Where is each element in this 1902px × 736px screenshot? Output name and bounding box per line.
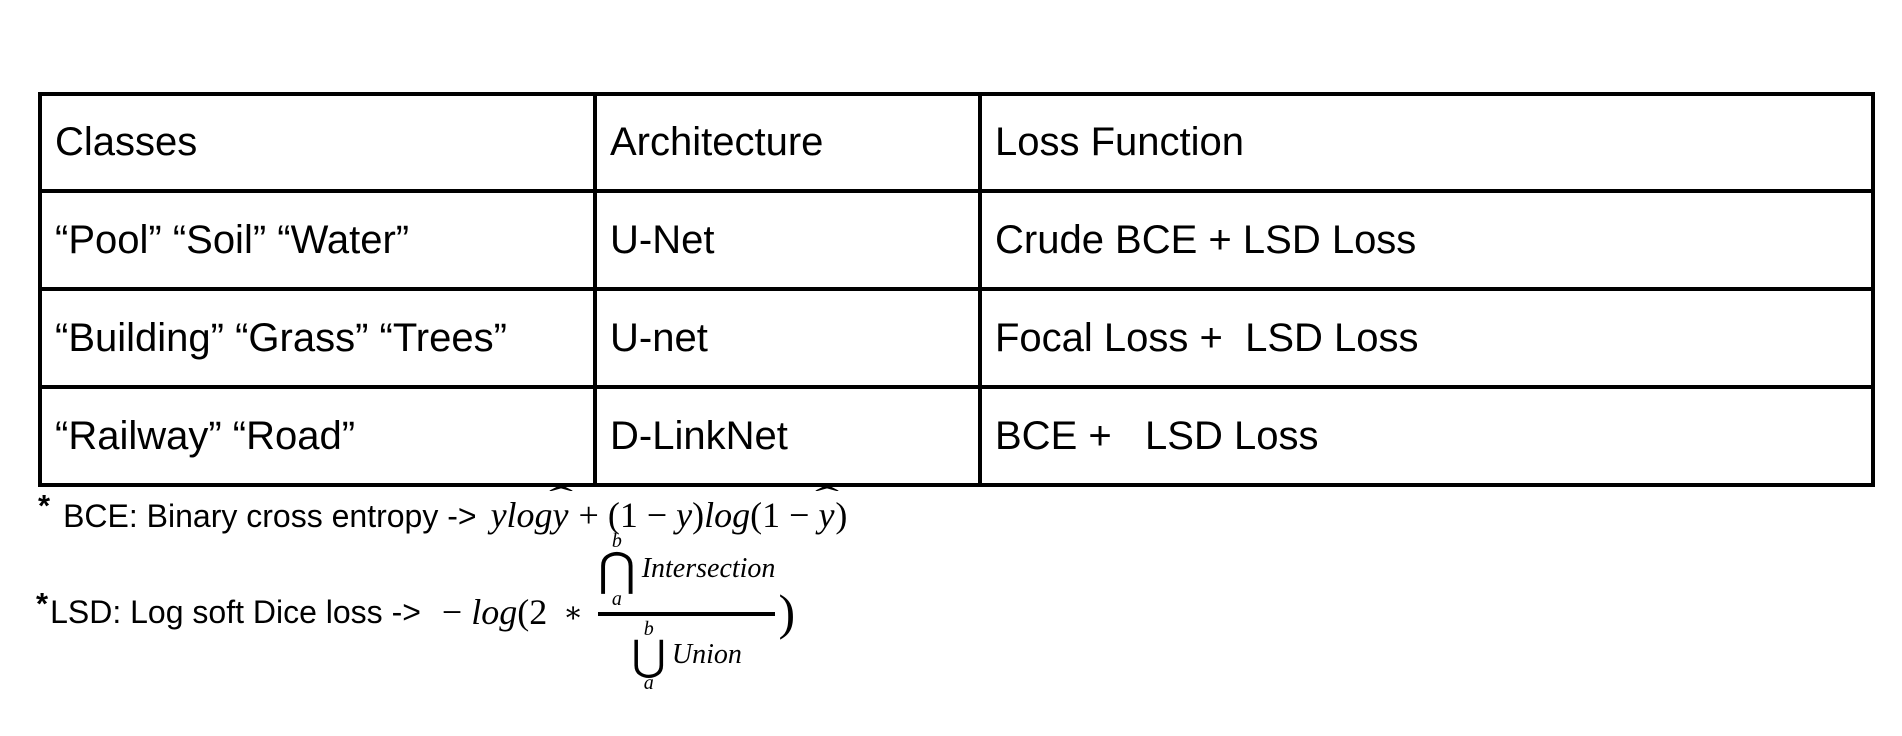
log-term: log [471, 592, 518, 632]
asterisk-mark: * [38, 488, 51, 523]
footnote-bce-label: BCE: Binary cross entropy -> [63, 498, 477, 534]
n-ary-union: b ⋃ a [631, 619, 665, 693]
footnote-lsd-label: LSD: Log soft Dice loss -> [50, 594, 421, 630]
cell-architecture: D-LinkNet [593, 385, 982, 487]
experiments-table: Classes Architecture Loss Function “Pool… [38, 92, 1875, 487]
formula-term: (1 − [607, 495, 677, 535]
minus-operator: − [441, 592, 472, 632]
table-row: “Railway” “Road” D-LinkNet BCE + LSD Los… [38, 385, 1875, 487]
hat-accent: ˆ [549, 481, 574, 515]
fraction: b ⋂ a Intersection b ⋃ a Union [597, 531, 776, 693]
lsd-formula: − log(2∗ b ⋂ a Intersection b ⋃ a Union … [442, 531, 795, 693]
cell-classes: “Railway” “Road” [38, 385, 597, 487]
union-label: Union [671, 639, 742, 671]
formula-term: y [676, 495, 693, 535]
lower-limit: a [611, 587, 622, 610]
cell-architecture: U-Net [593, 189, 982, 291]
formula-term: ylog [490, 495, 553, 535]
formula-term: y [552, 495, 569, 535]
n-ary-intersection: b ⋂ a [598, 531, 636, 609]
cell-loss: Crude BCE + LSD Loss [978, 189, 1875, 291]
formula-term: y [818, 495, 835, 535]
intersection-icon: ⋂ [597, 541, 636, 596]
formula-term: (1 − [750, 495, 819, 535]
union-icon: ⋃ [631, 630, 666, 680]
header-cell-classes: Classes [38, 92, 597, 193]
cell-classes: “Pool” “Soil” “Water” [38, 189, 597, 291]
asterisk-mark: * [36, 586, 49, 621]
lower-limit: a [643, 672, 654, 695]
fraction-numerator: b ⋂ a Intersection [598, 531, 775, 609]
cell-loss: BCE + LSD Loss [978, 385, 1875, 487]
open-paren-two: (2 [517, 592, 548, 632]
cell-loss: Focal Loss + LSD Loss [978, 287, 1875, 389]
fraction-denominator: b ⋃ a Union [631, 619, 741, 693]
plus-operator: + [569, 495, 608, 535]
intersection-label: Intersection [641, 553, 776, 585]
formula-term: ) [835, 495, 848, 535]
upper-limit: b [611, 529, 622, 552]
asterisk-operator: ∗ [563, 596, 583, 629]
cell-classes: “Building” “Grass” “Trees” [38, 287, 597, 389]
cell-architecture: U-net [593, 287, 982, 389]
footnote-lsd: *LSD: Log soft Dice loss -> − log(2 ∗ b ⋂… [36, 531, 795, 693]
table-header-row: Classes Architecture Loss Function [38, 92, 1875, 193]
formula-term: log [704, 495, 751, 535]
upper-limit: b [643, 617, 654, 640]
header-cell-architecture: Architecture [593, 92, 982, 193]
hat-accent: ˆ [815, 481, 840, 515]
table-row: “Building” “Grass” “Trees” U-net Focal L… [38, 287, 1875, 389]
fraction-bar [597, 611, 776, 616]
close-paren: ) [778, 584, 796, 640]
footnote-lsd-head: *LSD: Log soft Dice loss -> [36, 588, 421, 632]
header-cell-loss: Loss Function [978, 92, 1875, 193]
table-row: “Pool” “Soil” “Water” U-Net Crude BCE + … [38, 189, 1875, 291]
formula-term: ) [692, 495, 705, 535]
